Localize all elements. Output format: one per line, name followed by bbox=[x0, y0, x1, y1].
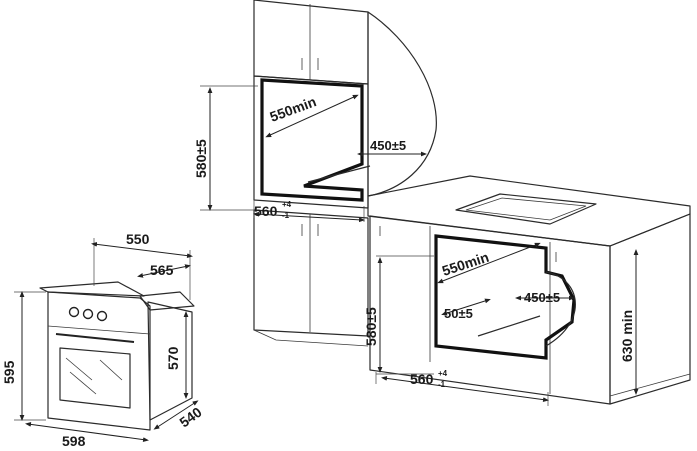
oven-depth-total-label: 565 bbox=[150, 262, 174, 278]
oven-dimensions: 550 565 595 570 598 540 bbox=[1, 231, 205, 449]
base-cavity-width-label: 560 bbox=[410, 371, 434, 387]
base-cavity-width-tol-plus: +4 bbox=[438, 369, 448, 378]
oven-body-top bbox=[139, 291, 195, 311]
oven-depth-body-label: 550 bbox=[126, 231, 150, 247]
oven-front-panel bbox=[47, 291, 151, 431]
wall-cavity-width-tol-minus: -1 bbox=[282, 211, 290, 220]
oven-body-depth-label: 540 bbox=[176, 404, 204, 431]
wall-cabinet-block bbox=[253, 0, 369, 85]
base-cavity-depth-label: 550min bbox=[440, 249, 491, 279]
oven-knob-middle bbox=[82, 308, 94, 320]
oven-body-height-label: 570 bbox=[165, 346, 181, 370]
wall-cavity-depth-label: 550min bbox=[268, 93, 319, 125]
base-cabinet-side bbox=[609, 213, 691, 405]
wall-unit-cavity bbox=[260, 78, 364, 202]
wall-vent-depth-label: 450±5 bbox=[370, 138, 406, 153]
base-cavity-width-tol-minus: -1 bbox=[438, 380, 446, 389]
tall-unit-curved-gable bbox=[367, 11, 437, 197]
oven-panel-top bbox=[39, 281, 145, 297]
oven-body-side bbox=[147, 301, 193, 421]
oven-knob-right bbox=[96, 310, 108, 322]
wall-cavity-height-label: 580±5 bbox=[193, 139, 209, 178]
tall-unit-lower bbox=[253, 209, 369, 337]
oven-width-label: 598 bbox=[62, 433, 86, 449]
oven-height-label: 595 bbox=[1, 360, 17, 384]
base-cavity-height-label: 580±5 bbox=[363, 307, 379, 346]
oven-door-handle bbox=[55, 333, 135, 343]
wall-cavity-width-tol-plus: +4 bbox=[282, 200, 292, 209]
base-counter-height-label: 630 min bbox=[619, 310, 635, 362]
kitchen-cabinets bbox=[253, 0, 691, 405]
oven-illustration bbox=[39, 281, 195, 431]
base-vent-depth-label: 450±5 bbox=[524, 290, 560, 305]
wall-unit-dimensions: 580±5 550min 450±5 560 +4 -1 bbox=[193, 85, 427, 223]
oven-door-window bbox=[59, 347, 131, 409]
oven-knob-left bbox=[68, 306, 80, 318]
hob-cutout bbox=[455, 193, 597, 225]
base-unit-dimensions: 550min 450±5 50±5 580±5 560 +4 -1 630 mi… bbox=[363, 242, 639, 406]
wall-cavity-width-label: 560 bbox=[254, 203, 278, 219]
base-unit-cavity bbox=[434, 234, 576, 360]
base-vent-gap-label: 50±5 bbox=[444, 306, 473, 321]
